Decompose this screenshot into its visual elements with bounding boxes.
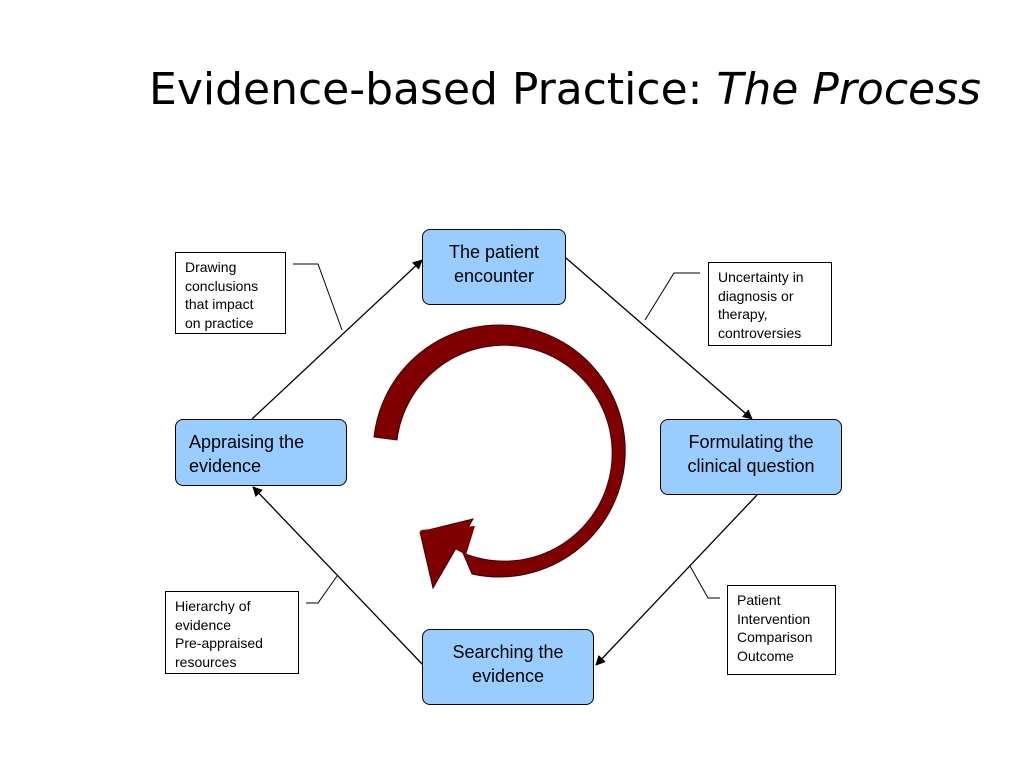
note-line: diagnosis or: [718, 287, 794, 304]
node-patient-encounter: The patient encounter: [422, 229, 566, 305]
note-line: Hierarchy of: [175, 598, 251, 614]
arrow-appraising-to-encounter: [251, 259, 423, 420]
callout-line-hierarchy: [306, 575, 338, 604]
note-line: Uncertainty in: [718, 269, 804, 285]
note-pico: Patient Intervention Comparison Outcome: [727, 585, 836, 675]
note-line: on practice: [185, 314, 254, 331]
circular-arrow-icon: [373, 324, 626, 590]
note-line: Drawing: [185, 259, 237, 275]
node-patient-encounter-label: The patient encounter: [448, 242, 540, 286]
arrow-encounter-to-formulating: [565, 257, 753, 420]
node-searching-evidence-label: Searching the evidence: [452, 642, 564, 686]
note-line: evidence: [175, 616, 232, 633]
note-hierarchy: Hierarchy of evidence Pre-appraised reso…: [165, 591, 299, 674]
node-appraising-evidence-label: Appraising the evidence: [189, 432, 305, 476]
arrow-formulating-to-searching: [595, 494, 758, 666]
note-line: that impact: [185, 296, 254, 312]
arrow-searching-to-appraising: [252, 486, 424, 666]
node-formulating-question: Formulating the clinical question: [660, 419, 842, 495]
note-line: resources: [175, 653, 237, 670]
page-title: Evidence-based Practice: The Process: [0, 64, 1024, 134]
title-emphasis: The Process: [716, 64, 981, 115]
note-line: controversies: [718, 324, 802, 341]
note-line: Comparison: [737, 629, 813, 645]
note-line: Pre-appraised: [175, 635, 263, 651]
note-drawing-conclusions: Drawing conclusions that impact on pract…: [175, 252, 286, 334]
note-line: therapy,: [718, 306, 768, 322]
node-searching-evidence: Searching the evidence: [422, 629, 594, 705]
title-main: Evidence-based Practice:: [149, 64, 717, 115]
note-line: Intervention: [737, 610, 811, 627]
node-appraising-evidence: Appraising the evidence: [175, 419, 347, 486]
node-formulating-question-label: Formulating the clinical question: [687, 432, 815, 476]
note-line: Patient: [737, 592, 781, 608]
note-uncertainty: Uncertainty in diagnosis or therapy, con…: [708, 262, 832, 346]
callout-line-drawing-conclusions: [293, 263, 343, 331]
note-line: Outcome: [737, 647, 794, 664]
callout-line-pico: [689, 565, 720, 599]
callout-line-uncertainty: [644, 272, 700, 321]
note-line: conclusions: [185, 277, 259, 294]
